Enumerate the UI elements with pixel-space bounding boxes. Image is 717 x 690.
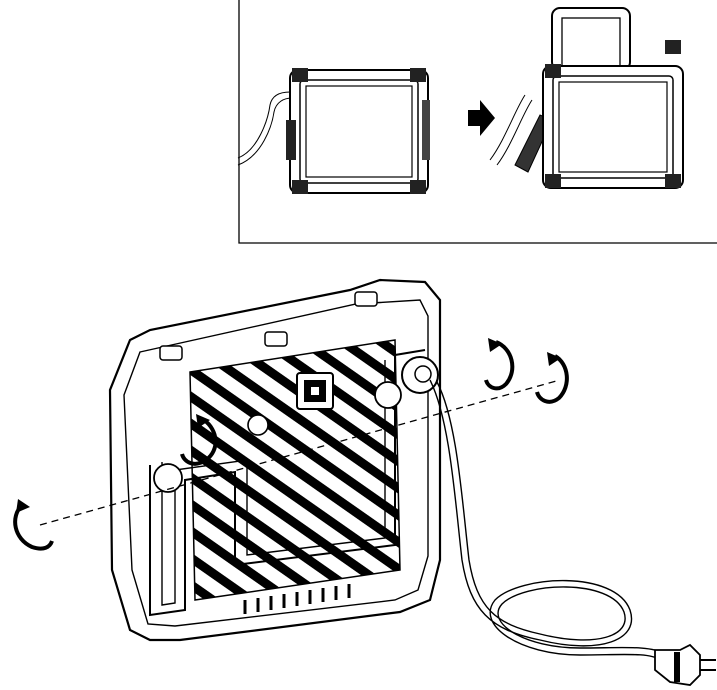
plug — [654, 643, 716, 686]
mains-cable — [429, 379, 665, 661]
rotate-arrow-icon — [13, 499, 54, 551]
rotation-axis — [39, 379, 561, 526]
work-light-rear-view — [108, 278, 442, 642]
lamp-folded — [237, 68, 430, 194]
lamp-with-stand-opened — [489, 7, 684, 189]
rotate-arrow-icon — [535, 352, 569, 404]
rotate-arrow-icon — [180, 414, 218, 466]
inset-panel — [237, 0, 717, 244]
bottom-ribs — [243, 584, 351, 614]
rotate-arrow-icon — [484, 338, 515, 391]
power-switch — [296, 372, 334, 410]
right-arrow-icon — [468, 100, 495, 136]
